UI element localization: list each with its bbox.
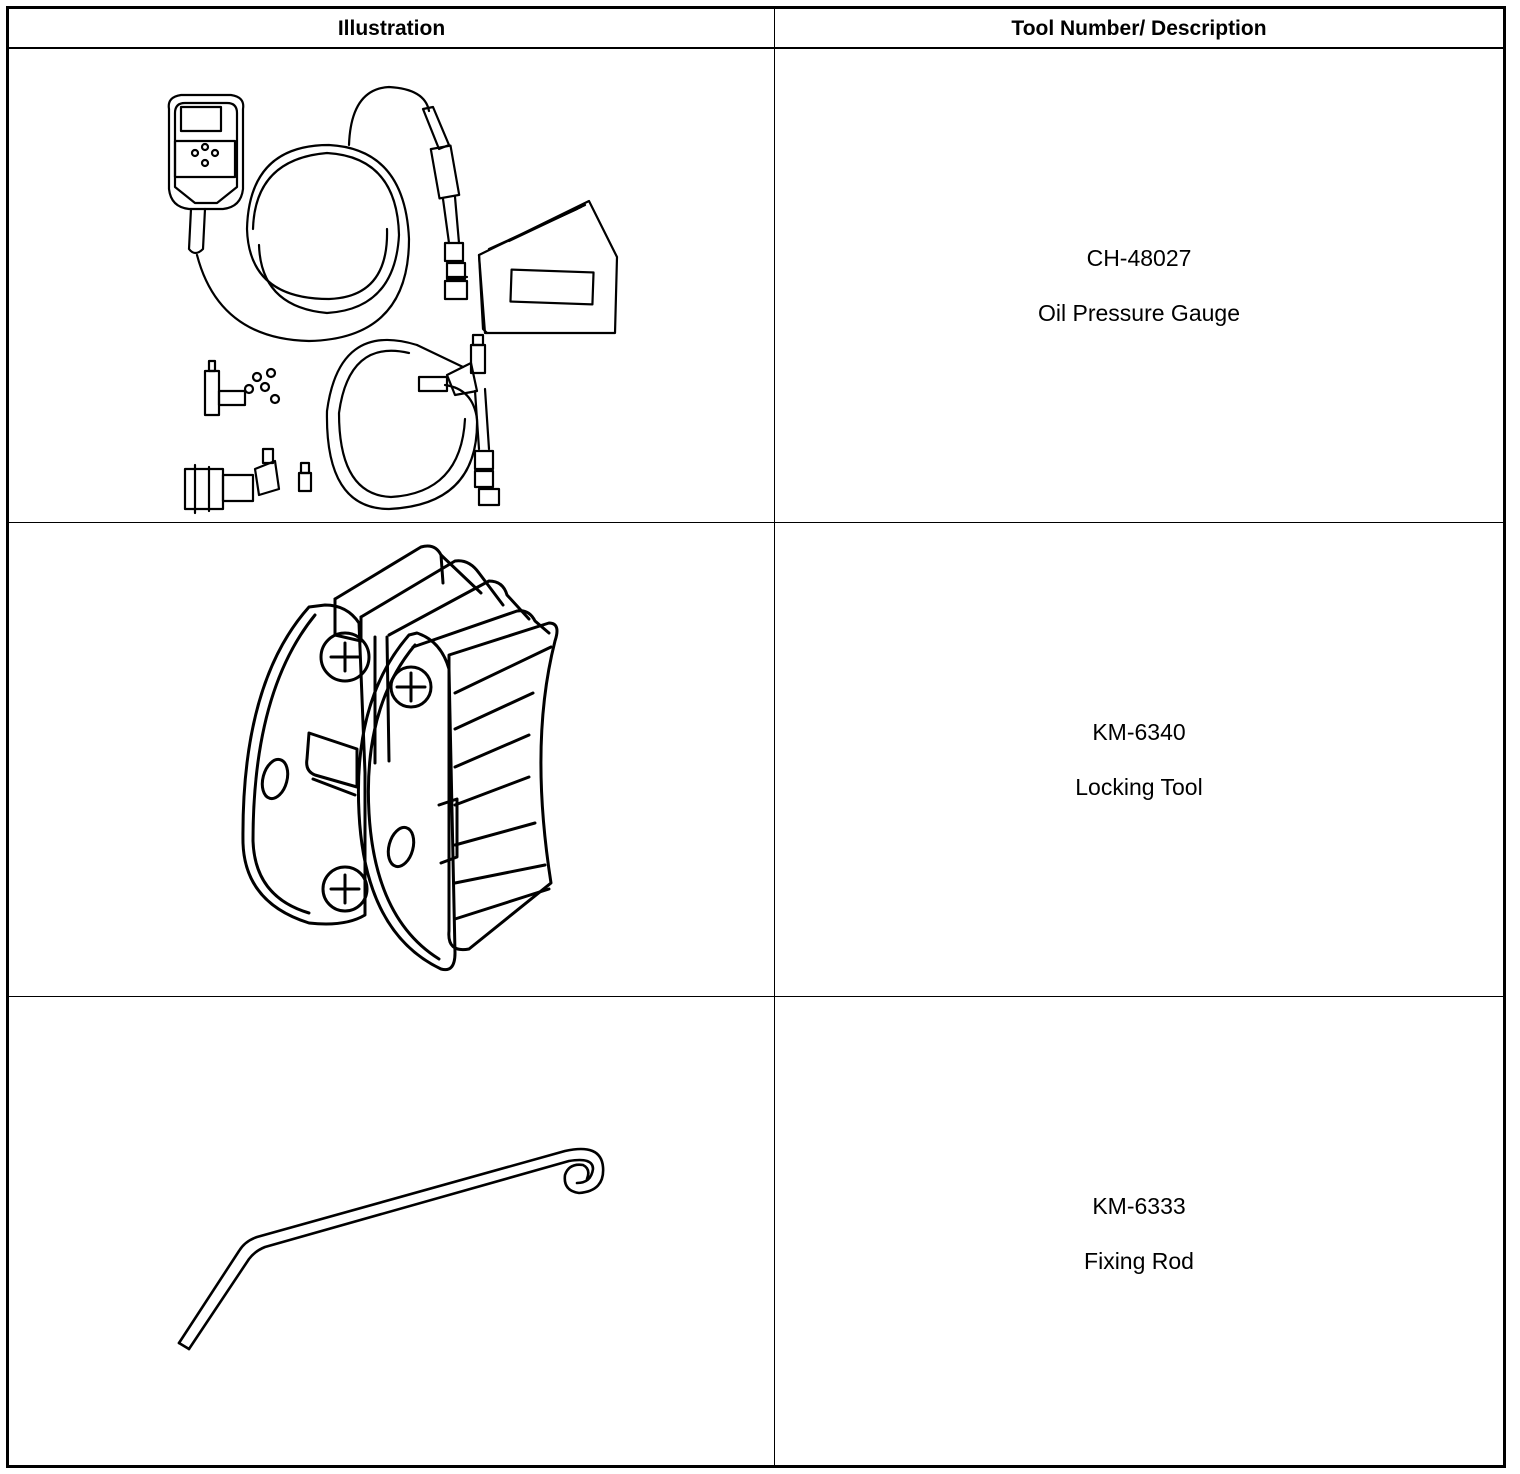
illustration-cell: [9, 997, 774, 1465]
tool-number: CH-48027: [1086, 245, 1192, 271]
tool-cell: KM-6333 Fixing Rod: [775, 997, 1503, 1465]
tool-description: Oil Pressure Gauge: [1038, 300, 1240, 326]
tool-cell: KM-6340 Locking Tool: [775, 523, 1503, 996]
table-header-row: Illustration Tool Number/ Description: [9, 9, 1503, 49]
column-divider: [774, 9, 775, 1465]
special-tools-table: Illustration Tool Number/ Description: [6, 6, 1506, 1468]
tool-number: KM-6333: [1092, 1193, 1186, 1219]
table-row: KM-6340 Locking Tool: [9, 523, 1503, 997]
tool-description: Fixing Rod: [1084, 1248, 1194, 1274]
table-row: CH-48027 Oil Pressure Gauge: [9, 49, 1503, 523]
tool-number: KM-6340: [1092, 719, 1186, 745]
locking-tool-illustration: [241, 544, 559, 972]
illustration-cell: [9, 523, 774, 996]
fixing-rod-illustration: [177, 1147, 605, 1351]
oil-pressure-gauge-illustration: [167, 85, 619, 515]
table-row: KM-6333 Fixing Rod: [9, 997, 1503, 1465]
tool-cell: CH-48027 Oil Pressure Gauge: [775, 49, 1503, 522]
illustration-cell: [9, 49, 774, 522]
illustration-column-header: Illustration: [337, 17, 446, 40]
tool-description: Locking Tool: [1075, 774, 1203, 800]
tool-column-header: Tool Number/ Description: [1011, 17, 1267, 40]
